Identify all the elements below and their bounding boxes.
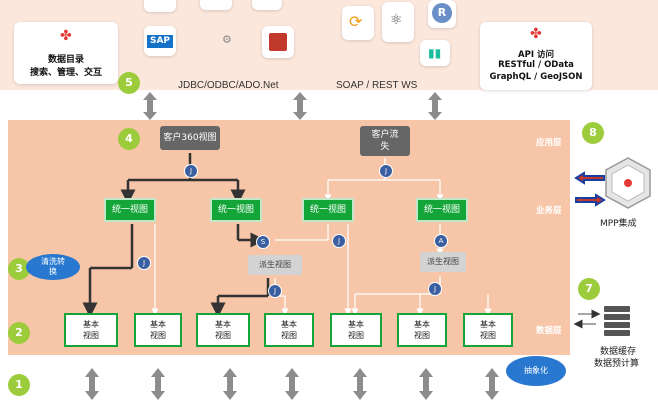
precompute-label: 数据预计算 bbox=[594, 359, 640, 369]
tool-logo-card bbox=[144, 0, 176, 12]
tool-logo-card: ⚛ bbox=[382, 2, 414, 42]
step-7-badge: 7 bbox=[578, 278, 600, 300]
churn-label-line2: 失 bbox=[380, 142, 390, 152]
step-4-badge: 4 bbox=[118, 128, 140, 150]
step-5-badge: 5 bbox=[118, 72, 140, 94]
tool-logo-card bbox=[200, 0, 232, 10]
aggregate-icon: A bbox=[434, 234, 448, 248]
sap-logo-card: SAP bbox=[144, 26, 176, 56]
mpp-label: MPP集成 bbox=[600, 219, 637, 229]
sync-logo-card: ⟳ bbox=[342, 6, 374, 40]
base-view-label-line1: 基本 bbox=[150, 320, 166, 329]
catalog-title: 数据目录 bbox=[47, 55, 84, 65]
derived-view[interactable]: 派生视图 bbox=[420, 252, 466, 272]
step-s-icon: S bbox=[256, 235, 270, 249]
base-view[interactable]: 基本 视图 bbox=[264, 313, 314, 347]
tool-logo-card bbox=[262, 26, 294, 58]
base-view-label-line1: 基本 bbox=[480, 320, 496, 329]
tool-logo-card: ▮▮ bbox=[420, 40, 450, 66]
join-icon: J bbox=[379, 164, 393, 178]
sync-icon: ⟳ bbox=[349, 12, 363, 31]
data-catalog-card[interactable]: ✤ 数据目录 搜索、管理、交互 bbox=[14, 22, 118, 84]
base-view-label-line2: 视图 bbox=[348, 331, 364, 340]
analytics-icon: ⚙ bbox=[222, 33, 232, 46]
network-icon: ⚛ bbox=[390, 12, 403, 28]
base-view-label-line1: 基本 bbox=[414, 320, 430, 329]
sap-logo: SAP bbox=[147, 35, 173, 48]
join-icon: J bbox=[184, 164, 198, 178]
unified-view[interactable]: 统一视图 bbox=[302, 198, 354, 222]
base-view[interactable]: 基本 视图 bbox=[463, 313, 513, 347]
derived-view[interactable]: 派生视图 bbox=[248, 255, 302, 275]
protocol-soap: SOAP / REST WS bbox=[336, 80, 418, 91]
protocol-jdbc: JDBC/ODBC/ADO.Net bbox=[178, 80, 279, 91]
base-view-label-line1: 基本 bbox=[83, 320, 99, 329]
base-view[interactable]: 基本 视图 bbox=[134, 313, 182, 347]
base-view-label-line1: 基本 bbox=[281, 320, 297, 329]
bars-icon: ▮▮ bbox=[428, 46, 442, 60]
r-logo: R bbox=[432, 3, 452, 23]
base-view-label-line2: 视图 bbox=[215, 331, 231, 340]
api-title: API 访问 bbox=[518, 50, 554, 60]
base-view[interactable]: 基本 视图 bbox=[196, 313, 250, 347]
layer-app-label: 应用层 bbox=[536, 138, 562, 148]
cache-label: 数据缓存 bbox=[600, 347, 637, 357]
unified-view[interactable]: 统一视图 bbox=[104, 198, 156, 222]
layer-business-label: 业务层 bbox=[536, 206, 562, 216]
unified-view[interactable]: 统一视图 bbox=[210, 198, 262, 222]
api-icon: ✤ bbox=[530, 26, 542, 42]
base-view-label-line2: 视图 bbox=[480, 331, 496, 340]
base-view-label-line1: 基本 bbox=[215, 320, 231, 329]
step-3-badge: 3 bbox=[8, 258, 30, 280]
base-view[interactable]: 基本 视图 bbox=[330, 313, 382, 347]
base-view[interactable]: 基本 视图 bbox=[397, 313, 447, 347]
cleansing-label-line2: 换 bbox=[49, 267, 57, 276]
api-line2: RESTful / OData bbox=[498, 60, 574, 70]
join-icon: J bbox=[332, 234, 346, 248]
cleansing-cloud: 清洗转 换 bbox=[26, 254, 80, 280]
cleansing-label-line1: 清洗转 bbox=[41, 257, 65, 266]
join-icon: J bbox=[137, 256, 151, 270]
base-view[interactable]: 基本 视图 bbox=[64, 313, 118, 347]
churn-label-line1: 客户流 bbox=[371, 130, 399, 140]
customer-360-view[interactable]: 客户360视图 bbox=[160, 126, 220, 150]
tool-logo-card bbox=[252, 0, 282, 10]
step-2-badge: 2 bbox=[8, 322, 30, 344]
catalog-subtitle: 搜索、管理、交互 bbox=[29, 68, 102, 78]
join-icon: J bbox=[428, 282, 442, 296]
base-view-label-line2: 视图 bbox=[281, 331, 297, 340]
abstraction-cloud: 抽象化 bbox=[506, 356, 566, 386]
api-access-card[interactable]: ✤ API 访问 RESTful / OData GraphQL / GeoJS… bbox=[480, 22, 592, 90]
layer-data-label: 数据层 bbox=[536, 326, 562, 336]
red-app-icon bbox=[269, 33, 287, 51]
base-view-label-line2: 视图 bbox=[83, 331, 99, 340]
step-1-badge: 1 bbox=[8, 374, 30, 396]
unified-view[interactable]: 统一视图 bbox=[416, 198, 468, 222]
r-logo-card: R bbox=[428, 0, 456, 28]
base-view-label-line2: 视图 bbox=[414, 331, 430, 340]
catalog-icon: ✤ bbox=[60, 28, 72, 44]
customer-churn-view[interactable]: 客户流 失 bbox=[360, 126, 410, 156]
api-line3: GraphQL / GeoJSON bbox=[489, 72, 583, 82]
base-view-label-line2: 视图 bbox=[150, 331, 166, 340]
join-icon: J bbox=[268, 284, 282, 298]
step-8-badge: 8 bbox=[582, 122, 604, 144]
base-view-label-line1: 基本 bbox=[348, 320, 364, 329]
